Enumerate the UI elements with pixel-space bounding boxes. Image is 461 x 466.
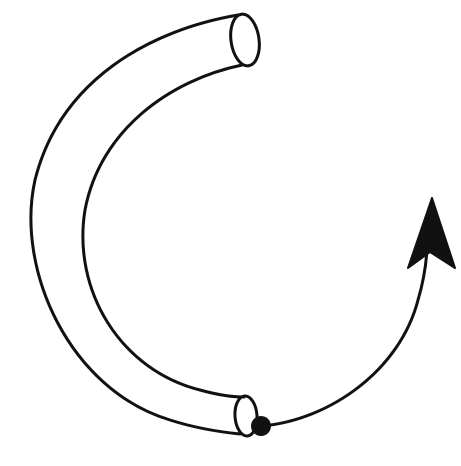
trajectory-arrow-path (262, 250, 427, 426)
tube-outer-wall (31, 15, 240, 434)
arrowhead-icon (408, 198, 455, 268)
tube-top-opening (228, 12, 263, 67)
tube-inner-wall (83, 65, 244, 397)
ball (251, 416, 271, 436)
